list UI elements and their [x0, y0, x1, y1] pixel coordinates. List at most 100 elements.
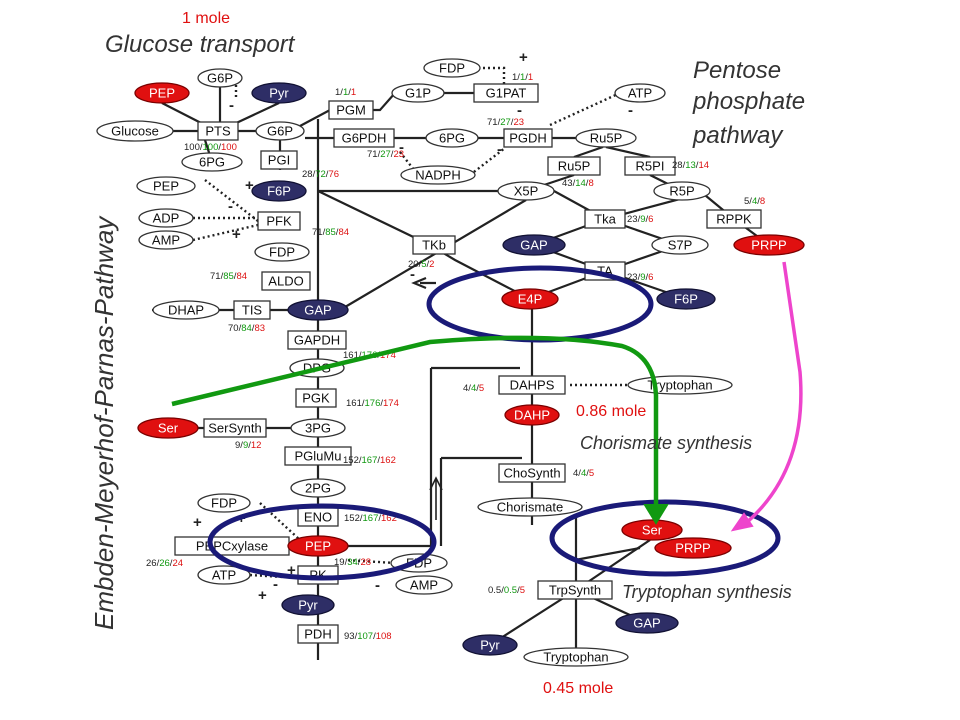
svg-text:DAHP: DAHP	[514, 408, 550, 423]
ratio-tka: 23/9/6	[627, 214, 653, 225]
node-f6p-b: F6P	[656, 288, 716, 310]
svg-text:RPPK: RPPK	[716, 212, 752, 227]
node-pts: PTS	[197, 121, 239, 141]
svg-text:DHAP: DHAP	[168, 303, 204, 318]
node-dahp: DAHP	[504, 404, 560, 426]
regulation-sign: +	[245, 177, 254, 194]
svg-text:DAHPS: DAHPS	[510, 378, 555, 393]
svg-text:Pyr: Pyr	[298, 598, 318, 613]
ratio-pk: 19/34/28	[334, 557, 371, 568]
node-prpp-a: PRPP	[733, 234, 805, 256]
regulation-sign: -	[399, 139, 404, 156]
node-pdh: PDH	[297, 624, 339, 644]
node-threepg: 3PG	[290, 418, 346, 438]
node-fdp-b: FDP	[197, 493, 251, 513]
serine-arrowhead	[643, 504, 669, 525]
emp-pathway-title: Embden-Meyerhof-Parnas-Pathway	[89, 215, 119, 630]
node-gap-c: GAP	[615, 612, 679, 634]
node-pyr-top: Pyr	[251, 82, 307, 104]
top-mole-label: 1 mole	[182, 10, 230, 27]
node-g1p: G1P	[391, 83, 445, 103]
svg-text:NADPH: NADPH	[415, 168, 461, 183]
highlight-ring-pep	[207, 503, 437, 581]
ratio-pepcxylase: 26/26/24	[146, 558, 183, 569]
svg-text:X5P: X5P	[514, 184, 539, 199]
ratio-aldo: 71/85/84	[210, 271, 247, 282]
svg-text:R5P: R5P	[669, 184, 694, 199]
node-fdp-a: FDP	[254, 242, 310, 262]
node-gap-a: GAP	[502, 234, 566, 256]
ratio-pgm: 1/1/1	[335, 87, 356, 98]
svg-text:Tka: Tka	[594, 212, 616, 227]
ratio-pgk: 161/176/174	[346, 398, 399, 409]
ratio-dahps: 4/4/5	[463, 383, 484, 394]
regulation-sign: +	[519, 49, 528, 66]
prpp-flow-arrow	[743, 261, 803, 526]
svg-text:R5PI: R5PI	[636, 159, 665, 174]
node-ru5p-b: Ru5P	[547, 156, 601, 176]
ru5p-split-lines	[573, 145, 651, 159]
node-g6pdh: G6PDH	[333, 128, 395, 148]
svg-text:6PG: 6PG	[439, 131, 465, 146]
ratio-pgi: 28/72/76	[302, 169, 339, 180]
node-pgm: PGM	[328, 100, 374, 120]
regulation-sign: -	[497, 141, 502, 158]
chorismate-synthesis-title: Chorismate synthesis	[580, 433, 752, 453]
prpp-to-trpsynth-line	[574, 546, 641, 562]
node-trp-reg: Tryptophan	[627, 375, 733, 395]
node-tkb: TKb	[412, 235, 456, 255]
ratio-pfk: 71/85/84	[312, 227, 349, 238]
svg-text:Ser: Ser	[642, 523, 663, 538]
pentose-title-line1: Pentose	[693, 57, 781, 84]
node-pgdh: PGDH	[503, 128, 553, 148]
ratio-pgdh: 71/27/23	[487, 117, 524, 128]
svg-text:TKb: TKb	[422, 238, 446, 253]
node-glucose: Glucose	[96, 120, 174, 142]
svg-text:Pyr: Pyr	[269, 86, 289, 101]
svg-text:PRPP: PRPP	[751, 238, 786, 253]
node-nadph: NADPH	[400, 165, 476, 185]
node-tka: Tka	[584, 209, 626, 229]
svg-text:FDP: FDP	[439, 61, 465, 76]
node-chorismate: Chorismate	[477, 497, 583, 517]
ratio-rppk: 5/4/8	[744, 196, 765, 207]
ratio-trpsynth: 0.5/0.5/5	[488, 585, 525, 596]
node-gap-b: GAP	[287, 299, 349, 321]
node-tis: TIS	[233, 300, 271, 320]
node-sersynth: SerSynth	[203, 418, 267, 438]
svg-text:FDP: FDP	[211, 496, 237, 511]
svg-text:G6P: G6P	[207, 71, 233, 86]
svg-text:PEP: PEP	[149, 86, 175, 101]
node-pepcxylase: PEPCxylase	[174, 536, 290, 556]
svg-text:PGI: PGI	[268, 153, 290, 168]
node-pep-reg: PEP	[136, 176, 196, 196]
regulation-sign: +	[193, 514, 202, 531]
node-g1pat: G1PAT	[473, 83, 539, 103]
svg-text:PEPCxylase: PEPCxylase	[196, 539, 268, 554]
svg-text:PTS: PTS	[205, 124, 231, 139]
pentose-title-line3: pathway	[692, 122, 784, 149]
svg-text:GAP: GAP	[520, 238, 547, 253]
regulation-sign: -	[273, 576, 278, 593]
svg-text:GAP: GAP	[633, 616, 660, 631]
node-pyr-b: Pyr	[281, 594, 335, 616]
regulation-sign: +	[232, 226, 241, 243]
svg-text:G1PAT: G1PAT	[486, 86, 527, 101]
svg-text:FDP: FDP	[406, 556, 432, 571]
ratio-pts: 100/100/100	[184, 142, 237, 153]
node-pep-b: PEP	[287, 535, 349, 557]
serine-flow-arrow	[171, 335, 659, 508]
regulation-sign: -	[375, 577, 380, 594]
node-g6p-b: G6P	[255, 121, 305, 141]
svg-text:G1P: G1P	[405, 86, 431, 101]
ratio-ta: 23/9/6	[627, 272, 653, 283]
node-rppk: RPPK	[706, 209, 762, 229]
svg-text:F6P: F6P	[267, 184, 291, 199]
svg-text:Glucose: Glucose	[111, 124, 159, 139]
svg-text:PGM: PGM	[336, 103, 366, 118]
regulation-dotted-lines	[192, 66, 628, 580]
svg-text:SerSynth: SerSynth	[208, 421, 261, 436]
svg-text:AMP: AMP	[152, 233, 180, 248]
left-arrow	[411, 276, 436, 290]
ratio-tkb: 20/5/2	[408, 259, 434, 270]
